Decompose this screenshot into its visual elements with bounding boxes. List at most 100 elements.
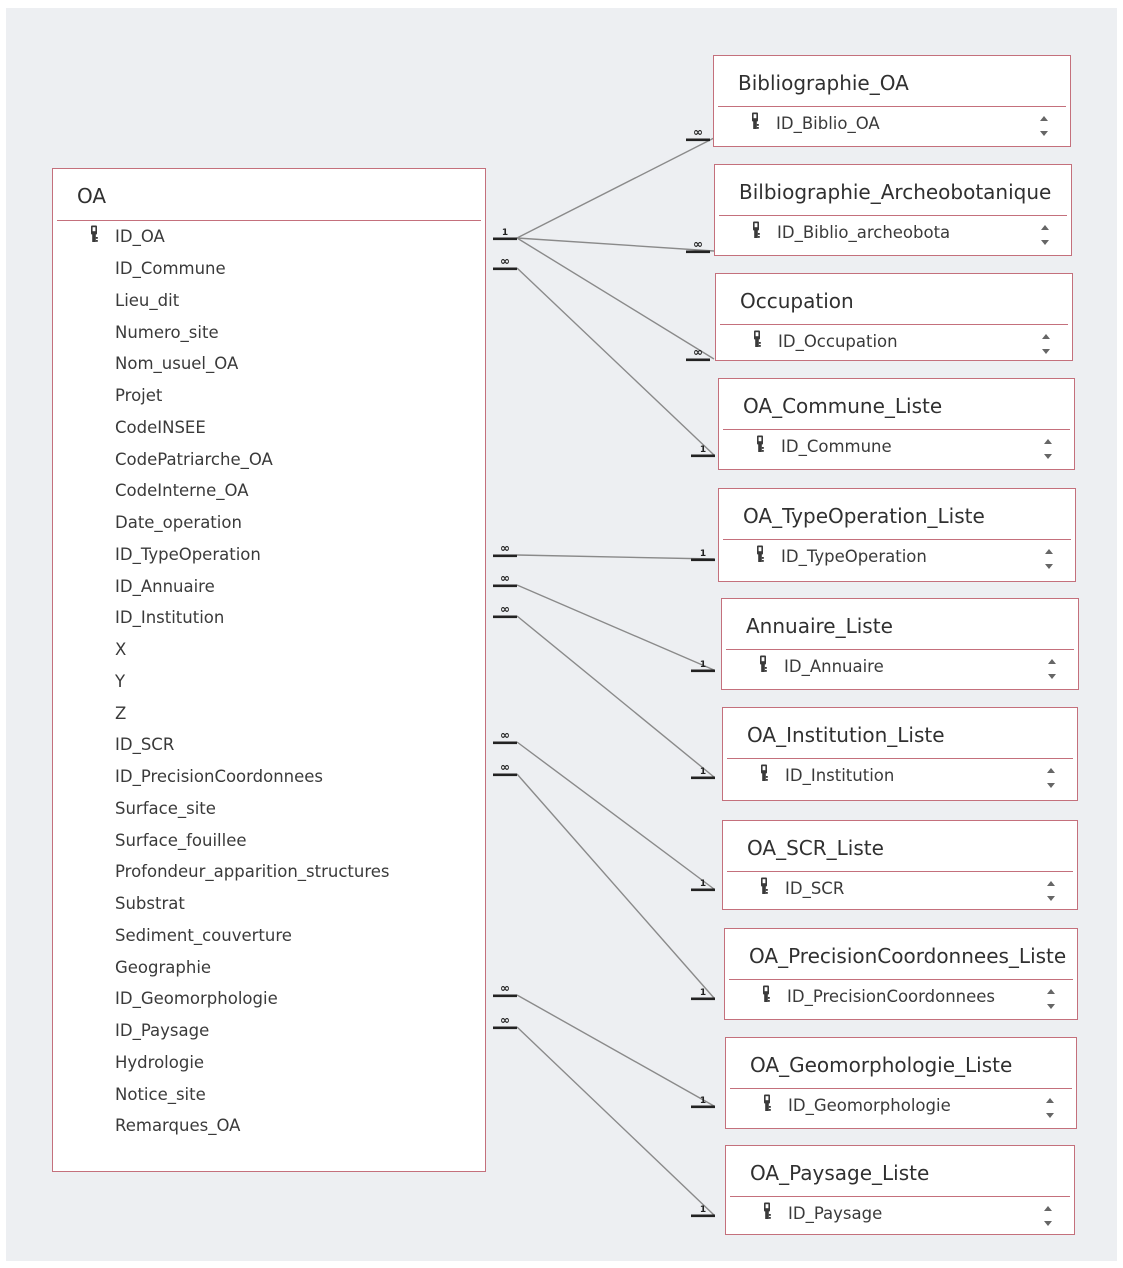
field-row[interactable]: Surface_fouillee: [115, 830, 247, 850]
field-row[interactable]: Substrat: [115, 894, 185, 913]
field-row[interactable]: ID_Commune: [115, 259, 226, 278]
field-row[interactable]: ID_SCR: [115, 735, 175, 755]
svg-text:1: 1: [700, 879, 706, 889]
field-row[interactable]: ID_Geomorphologie: [115, 989, 278, 1009]
table-title: Annuaire_Liste: [746, 614, 893, 638]
field-row[interactable]: Numero_site: [115, 322, 219, 342]
scroll-arrows-icon[interactable]: [1038, 112, 1050, 140]
cardinality-one-icon: 1: [691, 1094, 715, 1110]
table-separator: [730, 1088, 1072, 1089]
field-primary-key[interactable]: ID_Annuaire: [784, 657, 884, 676]
svg-text:1: 1: [700, 445, 706, 455]
primary-key-icon: [761, 985, 771, 1005]
table-oa-separator: [57, 220, 481, 221]
field-primary-key[interactable]: ID_Biblio_archeobota: [777, 223, 951, 242]
field-primary-key[interactable]: ID_PrecisionCoordonnees: [787, 987, 996, 1006]
cardinality-many-icon: ∞: [686, 237, 710, 255]
field-primary-key[interactable]: ID_TypeOperation: [781, 547, 927, 566]
field-row[interactable]: Y: [115, 671, 126, 691]
table-title: Bibliographie_OA: [738, 71, 909, 95]
scroll-arrows-icon[interactable]: [1044, 1094, 1056, 1122]
table-bibliographie-oa[interactable]: Bibliographie_OA ID_Biblio_OA: [713, 55, 1071, 147]
cardinality-one-icon: 1: [691, 547, 715, 563]
field-row[interactable]: Remarques_OA: [115, 1116, 241, 1136]
table-separator: [726, 649, 1074, 650]
table-separator: [719, 215, 1067, 216]
primary-key-icon: [755, 435, 765, 455]
svg-text:1: 1: [700, 660, 706, 670]
field-row[interactable]: X: [115, 640, 127, 659]
scroll-arrows-icon[interactable]: [1045, 764, 1057, 792]
table-separator: [727, 758, 1073, 759]
scroll-arrows-icon[interactable]: [1040, 330, 1052, 358]
field-primary-key[interactable]: ID_Institution: [785, 766, 895, 785]
svg-text:1: 1: [700, 549, 706, 559]
cardinality-one-icon: 1: [493, 226, 517, 242]
field-row[interactable]: Date_operation: [115, 513, 242, 532]
field-row[interactable]: CodeINSEE: [115, 417, 206, 437]
table-separator: [727, 871, 1073, 872]
svg-text:1: 1: [700, 1205, 706, 1215]
field-row[interactable]: Notice_site: [115, 1084, 206, 1104]
scroll-arrows-icon[interactable]: [1039, 221, 1051, 249]
field-primary-key[interactable]: ID_OA: [115, 227, 165, 246]
field-row[interactable]: Hydrologie: [115, 1052, 205, 1072]
scroll-arrows-icon[interactable]: [1042, 1202, 1054, 1230]
scroll-arrows-icon[interactable]: [1042, 435, 1054, 463]
field-row[interactable]: ID_Paysage: [115, 1021, 210, 1040]
field-primary-key[interactable]: ID_Biblio_OA: [776, 114, 880, 133]
table-title: OA_Paysage_Liste: [750, 1161, 930, 1185]
field-row[interactable]: ID_PrecisionCoordonnees: [115, 767, 324, 786]
field-primary-key[interactable]: ID_Paysage: [788, 1204, 883, 1223]
cardinality-one-icon: 1: [691, 1203, 715, 1219]
field-primary-key[interactable]: ID_Commune: [781, 437, 892, 456]
field-row[interactable]: Lieu_dit: [115, 290, 180, 310]
primary-key-icon: [762, 1094, 772, 1114]
svg-text:∞: ∞: [500, 762, 510, 774]
primary-key-icon: [762, 1202, 772, 1222]
scroll-arrows-icon[interactable]: [1046, 655, 1058, 683]
table-title: OA_Geomorphologie_Liste: [750, 1053, 1013, 1077]
table-separator: [723, 429, 1070, 430]
cardinality-many-icon: ∞: [493, 602, 517, 620]
cardinality-many-icon: ∞: [493, 254, 517, 272]
field-primary-key[interactable]: ID_Geomorphologie: [788, 1096, 951, 1115]
field-row[interactable]: Projet: [115, 386, 163, 405]
svg-text:1: 1: [700, 1096, 706, 1106]
field-primary-key[interactable]: ID_Occupation: [778, 332, 898, 351]
field-row[interactable]: Geographie: [115, 957, 212, 977]
field-row[interactable]: CodePatriarche_OA: [115, 449, 273, 469]
field-row[interactable]: Sediment_couverture: [115, 925, 292, 945]
table-title: Occupation: [740, 289, 854, 313]
svg-text:∞: ∞: [693, 347, 703, 359]
field-row[interactable]: Nom_usuel_OA: [115, 354, 239, 374]
scroll-arrows-icon[interactable]: [1045, 985, 1057, 1013]
field-row[interactable]: ID_Institution: [115, 608, 225, 628]
field-row[interactable]: ID_TypeOperation: [115, 544, 261, 564]
svg-text:1: 1: [700, 767, 706, 777]
table-oa-title: OA: [77, 184, 107, 208]
primary-key-icon: [759, 877, 769, 897]
field-primary-key[interactable]: ID_SCR: [785, 879, 845, 898]
scroll-arrows-icon[interactable]: [1043, 545, 1055, 573]
field-row[interactable]: Profondeur_apparition_structures: [115, 862, 390, 882]
field-row[interactable]: Z: [115, 703, 127, 723]
svg-text:1: 1: [700, 988, 706, 998]
field-row[interactable]: CodeInterne_OA: [115, 481, 249, 501]
cardinality-many-icon: ∞: [493, 1013, 517, 1031]
scroll-arrows-icon[interactable]: [1045, 877, 1057, 905]
cardinality-many-icon: ∞: [493, 981, 517, 999]
field-row[interactable]: ID_Annuaire: [115, 576, 215, 596]
field-row[interactable]: Surface_site: [115, 798, 216, 818]
